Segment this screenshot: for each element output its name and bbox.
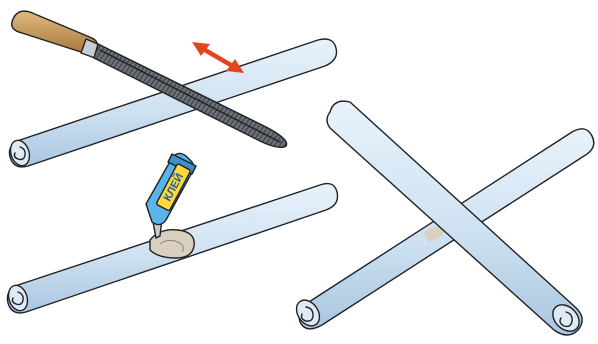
glue-tube-icon: КЛЕЙ (146, 153, 196, 238)
pipe-cross-front (327, 101, 584, 336)
double-headed-arrow-icon (192, 42, 244, 73)
glue-step: КЛЕЙ (5, 153, 337, 313)
filing-step (7, 11, 336, 168)
assembled-cross (292, 101, 594, 336)
pipe-top-left (7, 39, 336, 168)
